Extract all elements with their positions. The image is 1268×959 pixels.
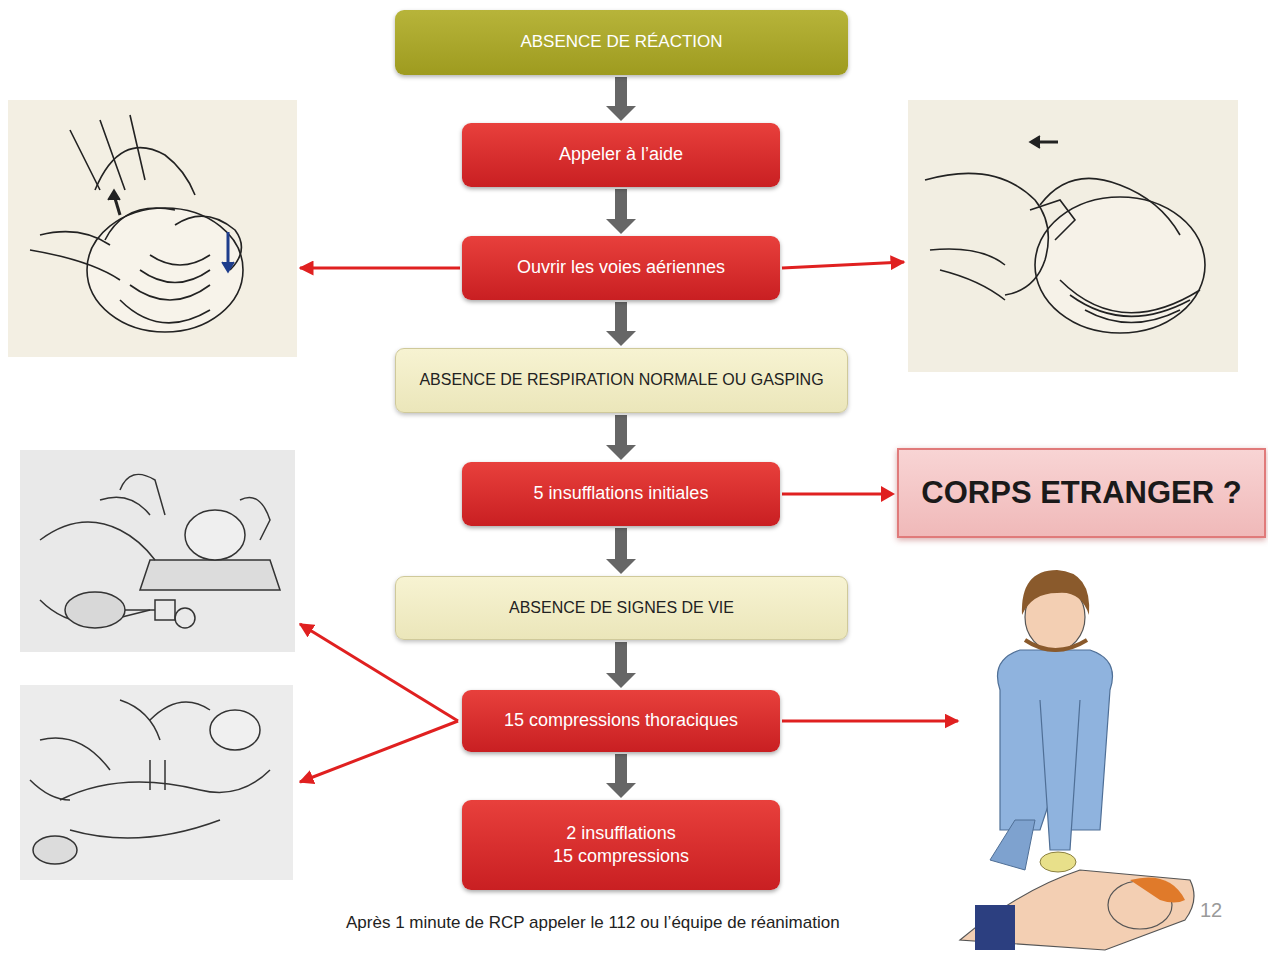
callout-arrows	[300, 262, 958, 782]
arrow-head	[606, 783, 636, 798]
condition-box: ABSENCE DE RESPIRATION NORMALE OU GASPIN…	[395, 348, 848, 413]
node-text: 15 compressions	[553, 845, 689, 868]
arrow-shaft	[615, 754, 627, 784]
arrow-head	[606, 331, 636, 346]
arrow-head	[606, 673, 636, 688]
node-text: 2 insufflations	[566, 822, 676, 845]
node-text: CORPS ETRANGER ?	[921, 473, 1241, 513]
flow-arrow	[606, 189, 636, 234]
arrow-shaft	[615, 302, 627, 332]
node-text: 15 compressions thoraciques	[504, 709, 738, 732]
flow-arrow	[606, 528, 636, 574]
arrow-head	[606, 106, 636, 121]
airway-sketch-right	[908, 100, 1238, 372]
node-text: Appeler à l’aide	[559, 143, 683, 166]
caption-note: Après 1 minute de RCP appeler le 112 ou …	[346, 913, 840, 933]
flow-arrow	[606, 754, 636, 798]
flow-arrow	[606, 415, 636, 460]
process-box: Ouvrir les voies aériennes	[462, 236, 780, 300]
flow-arrow	[606, 77, 636, 121]
arrow-head	[881, 486, 895, 502]
process-box: 2 insufflations15 compressions	[462, 800, 780, 890]
process-box: Appeler à l’aide	[462, 123, 780, 187]
start-box: ABSENCE DE RÉACTION	[395, 10, 848, 75]
process-box: 15 compressions thoraciques	[462, 690, 780, 752]
flow-arrow	[606, 302, 636, 346]
branch-arrow	[782, 486, 895, 502]
process-box: 5 insufflations initiales	[462, 462, 780, 526]
airway-sketch-left	[8, 100, 297, 357]
node-text: ABSENCE DE SIGNES DE VIE	[509, 598, 734, 619]
node-text: ABSENCE DE RESPIRATION NORMALE OU GASPIN…	[419, 370, 823, 391]
page-number: 12	[1200, 899, 1222, 922]
node-text: ABSENCE DE RÉACTION	[520, 31, 722, 53]
arrow-shaft	[782, 493, 882, 496]
arrow-head	[606, 219, 636, 234]
rescuer-figure	[960, 570, 1194, 950]
arrow-head	[606, 559, 636, 574]
arrow-shaft	[615, 189, 627, 220]
node-text: 5 insufflations initiales	[534, 482, 709, 505]
arrow-head	[606, 445, 636, 460]
arrow-shaft	[615, 642, 627, 674]
arrow-shaft	[615, 77, 627, 107]
ventilation-sketch	[20, 450, 295, 652]
compression-sketch-infant	[20, 685, 293, 880]
alert-box: CORPS ETRANGER ?	[897, 448, 1266, 538]
arrow-shaft	[615, 528, 627, 560]
arrow-shaft	[615, 415, 627, 446]
condition-box: ABSENCE DE SIGNES DE VIE	[395, 576, 848, 640]
node-text: Ouvrir les voies aériennes	[517, 256, 725, 279]
flow-arrow	[606, 642, 636, 688]
